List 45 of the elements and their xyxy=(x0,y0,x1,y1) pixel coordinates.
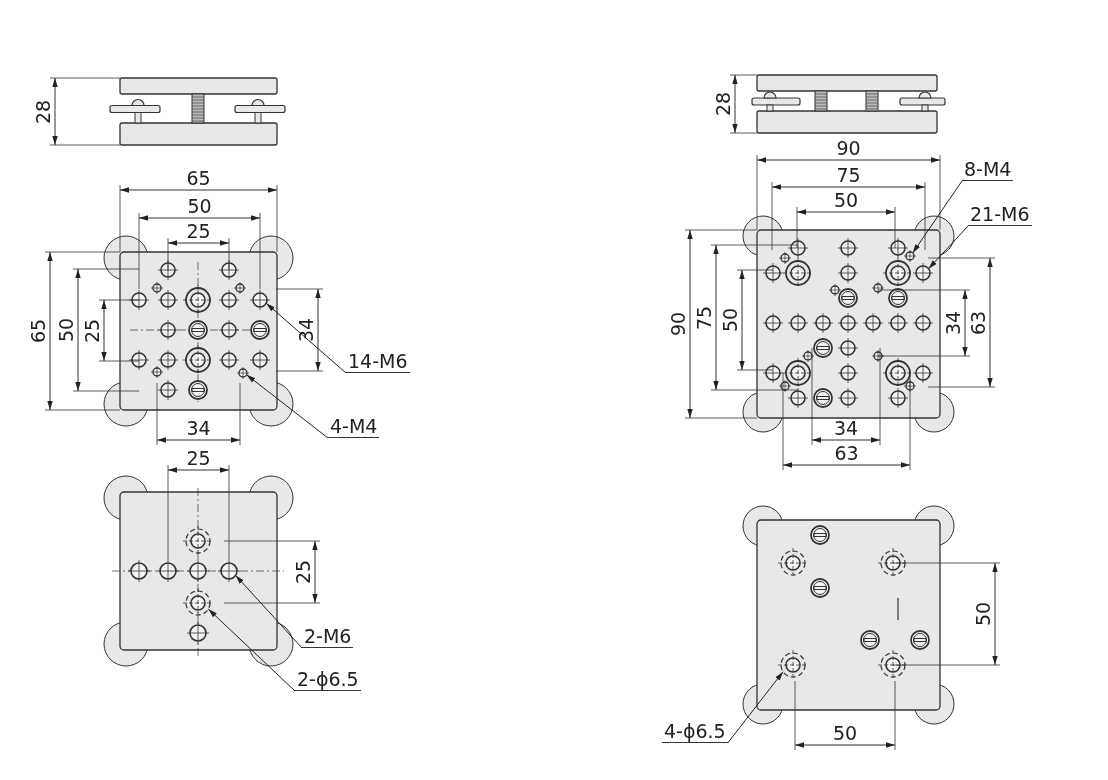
screw-hole xyxy=(182,587,214,619)
screw-hole xyxy=(236,366,250,380)
dimension-label: 75 xyxy=(694,305,714,330)
callout-label: 4-M4 xyxy=(328,415,380,438)
callout-label: 4-ϕ6.5 xyxy=(662,720,728,743)
leader-line xyxy=(246,374,329,439)
callout-label: 2-ϕ6.5 xyxy=(295,668,361,691)
screw-hole xyxy=(217,559,241,583)
dimension-label: 50 xyxy=(720,307,740,333)
dimension-label: 28 xyxy=(713,91,733,117)
dimension-label: 25 xyxy=(186,221,211,241)
dimension-label: 25 xyxy=(186,448,211,468)
dimension-label: 25 xyxy=(293,559,313,585)
screw-hole xyxy=(912,262,934,284)
dimension-label: 63 xyxy=(968,310,988,335)
dimension-label: 65 xyxy=(28,318,48,344)
screw-hole xyxy=(903,249,917,263)
dimension-label: 63 xyxy=(834,443,859,463)
dimension-label: 25 xyxy=(82,318,102,343)
leader-line xyxy=(235,574,303,649)
screw-hole xyxy=(249,289,271,311)
dimension-label: 75 xyxy=(836,165,861,185)
dimension-label: 34 xyxy=(833,418,859,438)
screw-hole xyxy=(777,649,809,681)
dimension-label: 65 xyxy=(186,168,211,188)
dimension-label: 28 xyxy=(33,99,53,124)
dimension-label: 50 xyxy=(973,601,993,627)
leader-line xyxy=(928,225,969,270)
dimension-label: 34 xyxy=(943,310,963,336)
callout-label: 8-M4 xyxy=(962,158,1014,181)
dimension-label: 34 xyxy=(296,317,316,343)
dimension-label: 34 xyxy=(186,418,211,438)
leader-line xyxy=(207,608,296,692)
dimension-label: 50 xyxy=(187,196,212,216)
dimension-label: 90 xyxy=(836,138,861,158)
callout-label: 21-M6 xyxy=(968,203,1032,226)
dimension-label: 50 xyxy=(56,317,76,343)
dimension-label: 50 xyxy=(833,190,859,210)
leader-line xyxy=(727,671,784,744)
dimension-label: 90 xyxy=(668,311,688,337)
callout-label: 14-M6 xyxy=(346,350,410,373)
leader-line xyxy=(912,180,963,254)
dimension-label: 50 xyxy=(832,723,858,743)
callout-label: 2-M6 xyxy=(302,625,354,648)
leader-line xyxy=(265,302,347,374)
